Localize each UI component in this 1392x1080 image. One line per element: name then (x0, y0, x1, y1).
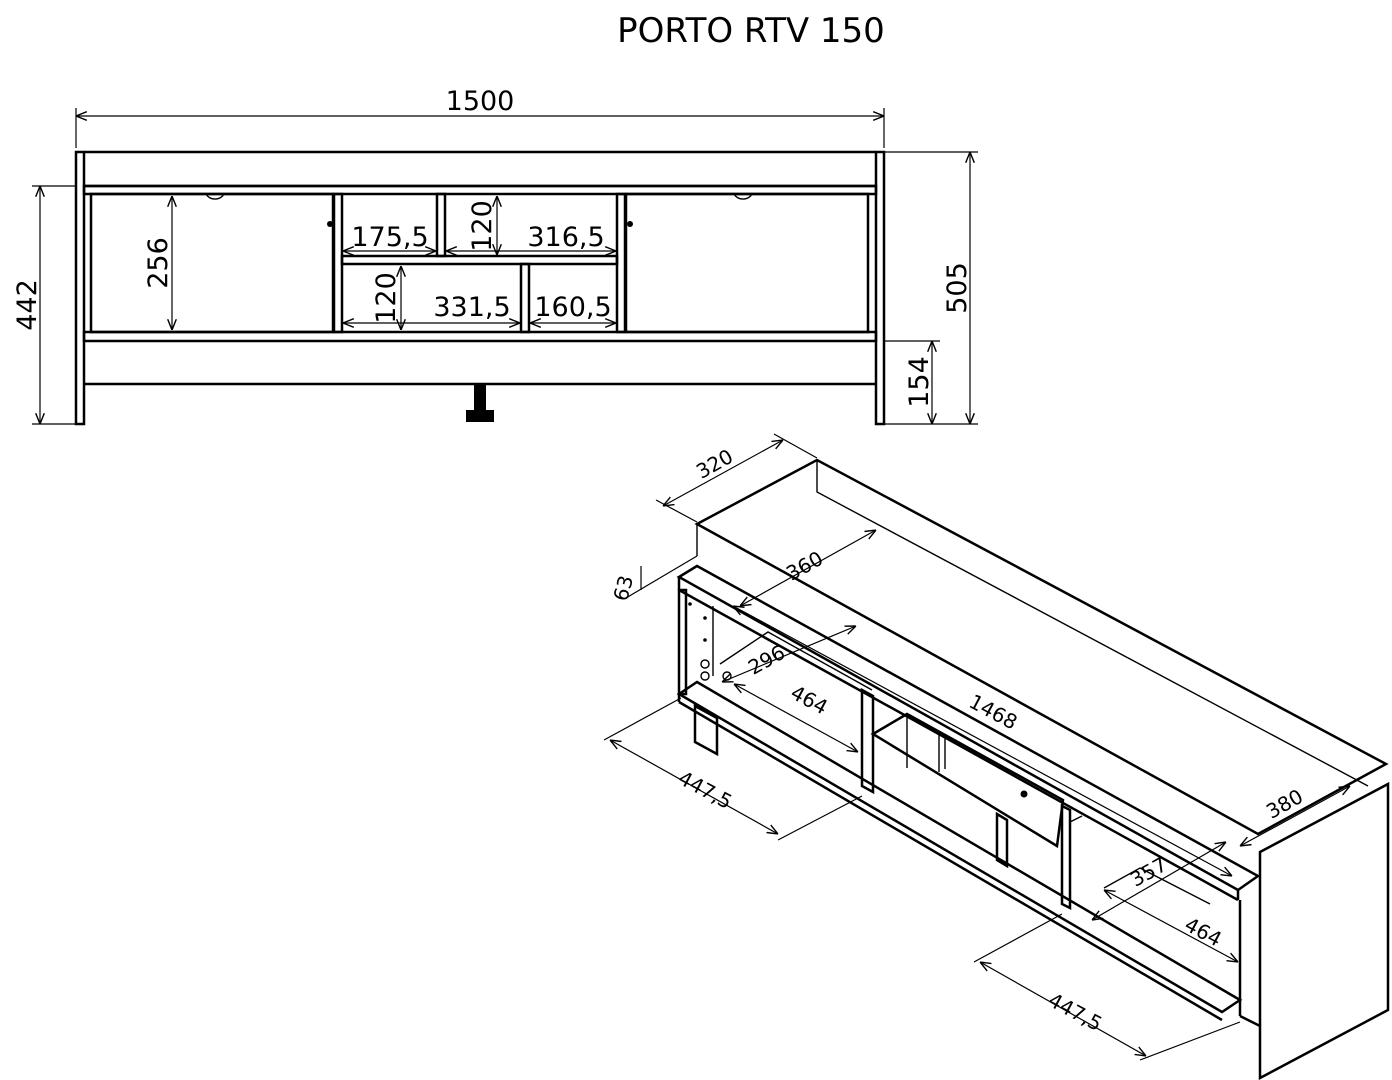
dim-inner-depth: 360 (782, 546, 827, 586)
left-side (677, 588, 688, 696)
right-side-panel (874, 150, 886, 426)
dim-inner-width: 1468 (965, 689, 1021, 734)
dim-shelf-bottom-height: 120 (371, 272, 402, 324)
isometric-view: 320 63 360 1468 296 464 447,5 380 357 46… (603, 433, 1390, 1080)
left-side-panel (74, 150, 86, 426)
dim-right-bottom: 447,5 (1044, 988, 1106, 1036)
front-view: 1500 505 154 442 256 175,5 120 316,5 120 (12, 86, 978, 426)
mid-divider-bottom (519, 262, 531, 334)
back-rail (694, 458, 1389, 836)
dim-total-width: 1500 (446, 86, 515, 117)
dim-top-raise: 63 (608, 573, 638, 604)
right-door (624, 192, 870, 334)
dim-leg-height: 154 (904, 356, 935, 408)
bottom-board (82, 330, 878, 343)
drawing-title: PORTO RTV 150 (617, 11, 885, 51)
dim-left-compartment: 464 (787, 680, 832, 719)
dim-side-height: 442 (12, 279, 43, 331)
dim-door-height: 256 (143, 237, 174, 289)
dim-shelf-top-height: 120 (467, 200, 498, 252)
adjustable-foot (474, 384, 486, 410)
dim-shelf-top-right: 316,5 (527, 222, 604, 253)
dim-right-compartment: 464 (1181, 912, 1226, 951)
dim-shelf-bottom-left: 331,5 (433, 292, 510, 323)
right-side (1258, 781, 1390, 1080)
mid-divider-top (435, 192, 447, 258)
mid-shelf (340, 254, 619, 266)
left-door (89, 192, 335, 334)
dim-right-depth: 380 (1262, 784, 1307, 824)
iso-divider-right (1060, 803, 1072, 911)
dim-total-height: 505 (942, 262, 973, 314)
dim-left-bottom: 447,5 (674, 766, 736, 814)
dim-shelf-top-left: 175,5 (351, 222, 428, 253)
iso-divider-left (860, 687, 875, 795)
dim-shelf-bottom-right: 160,5 (534, 292, 611, 323)
bottom-board-iso (676, 680, 1243, 1014)
top-rail (82, 184, 878, 196)
